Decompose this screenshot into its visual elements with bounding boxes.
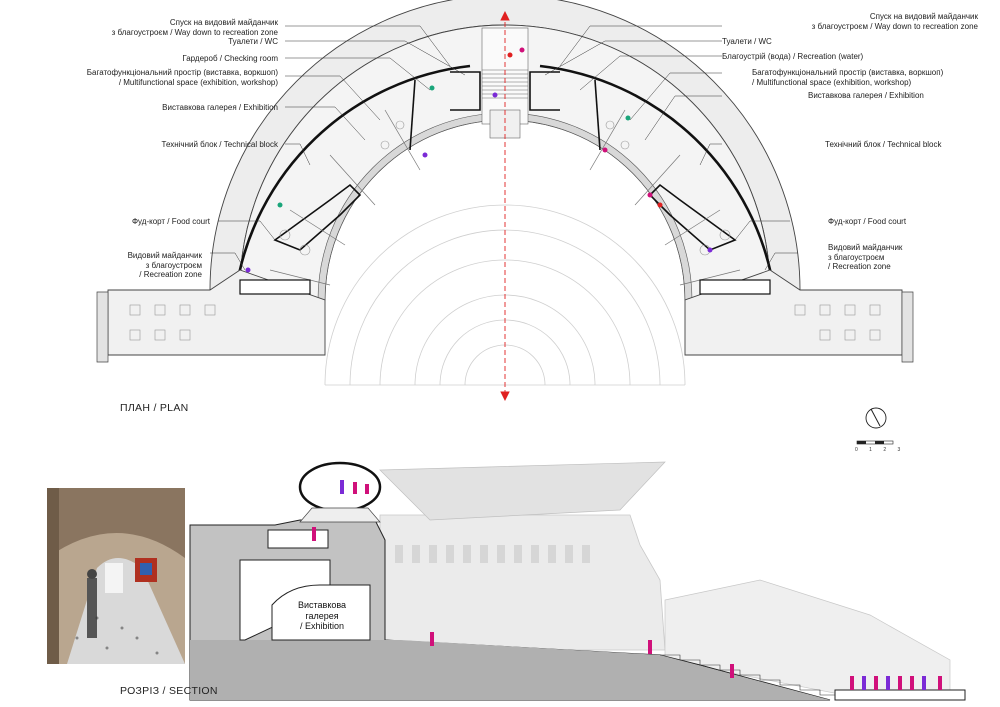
scale-bar	[856, 440, 894, 445]
kiosks	[239, 279, 771, 295]
label-right-way-down: Спуск на видовий майданчик з благоустроє…	[811, 12, 978, 31]
label-right-multifunctional: Багатофункціональний простір (виставка, …	[752, 68, 944, 87]
label-right-technical: Технічний блок / Technical block	[825, 140, 942, 149]
exhibition-gallery-label: Виставкова галерея / Exhibition	[298, 600, 347, 631]
interior-render-image	[47, 488, 185, 664]
furniture	[129, 120, 881, 341]
scale-numbers: 0 1 2 3	[855, 447, 906, 453]
label-left-food-court: Фуд-корт / Food court	[131, 217, 210, 226]
label-left-technical: Технічний блок / Technical block	[161, 140, 279, 149]
label-left-multifunctional: Багатофункціональний простір (виставка, …	[86, 68, 278, 87]
label-left-exhibition: Виставкова галерея / Exhibition	[162, 103, 278, 112]
interior-render-svg	[47, 488, 185, 664]
label-left-wc: Туалети / WC	[228, 37, 278, 46]
section-cut-line	[500, 10, 510, 402]
heavy-walls	[234, 64, 776, 291]
left-terrace-stair	[96, 291, 109, 363]
radial-partitions	[269, 109, 741, 286]
section-title: РОЗРІЗ / SECTION	[120, 685, 218, 697]
label-right-recreation-water: Благоустрій (вода) / Recreation (water)	[722, 52, 864, 61]
north-arrow	[865, 407, 887, 429]
label-right-exhibition: Виставкова галерея / Exhibition	[808, 91, 924, 100]
bottom-platform	[834, 689, 966, 701]
exhibition-gallery	[271, 584, 371, 641]
upper-room	[267, 529, 329, 549]
roof-canopy	[379, 461, 666, 521]
label-right-wc: Туалети / WC	[722, 37, 772, 46]
label-left-checking-room: Гардероб / Checking room	[182, 54, 278, 63]
background-arches	[395, 545, 590, 563]
right-terrace-stair	[901, 291, 914, 363]
ground-fill	[190, 640, 830, 700]
label-left-recreation-zone: Видовий майданчик з благоустроєм / Recre…	[127, 251, 202, 279]
section-steps	[660, 654, 840, 696]
section-people	[312, 480, 942, 690]
label-right-recreation-zone: Видовий майданчик з благоустроєм / Recre…	[828, 243, 903, 271]
label-right-food-court: Фуд-корт / Food court	[828, 217, 907, 226]
leader-lines	[210, 25, 798, 271]
plan-title: ПЛАН / PLAN	[120, 402, 189, 414]
label-left-way-down: Спуск на видовий майданчик з благоустроє…	[111, 18, 278, 37]
background-building	[379, 514, 666, 651]
central-stairs	[481, 27, 529, 139]
plan-people	[245, 47, 713, 273]
